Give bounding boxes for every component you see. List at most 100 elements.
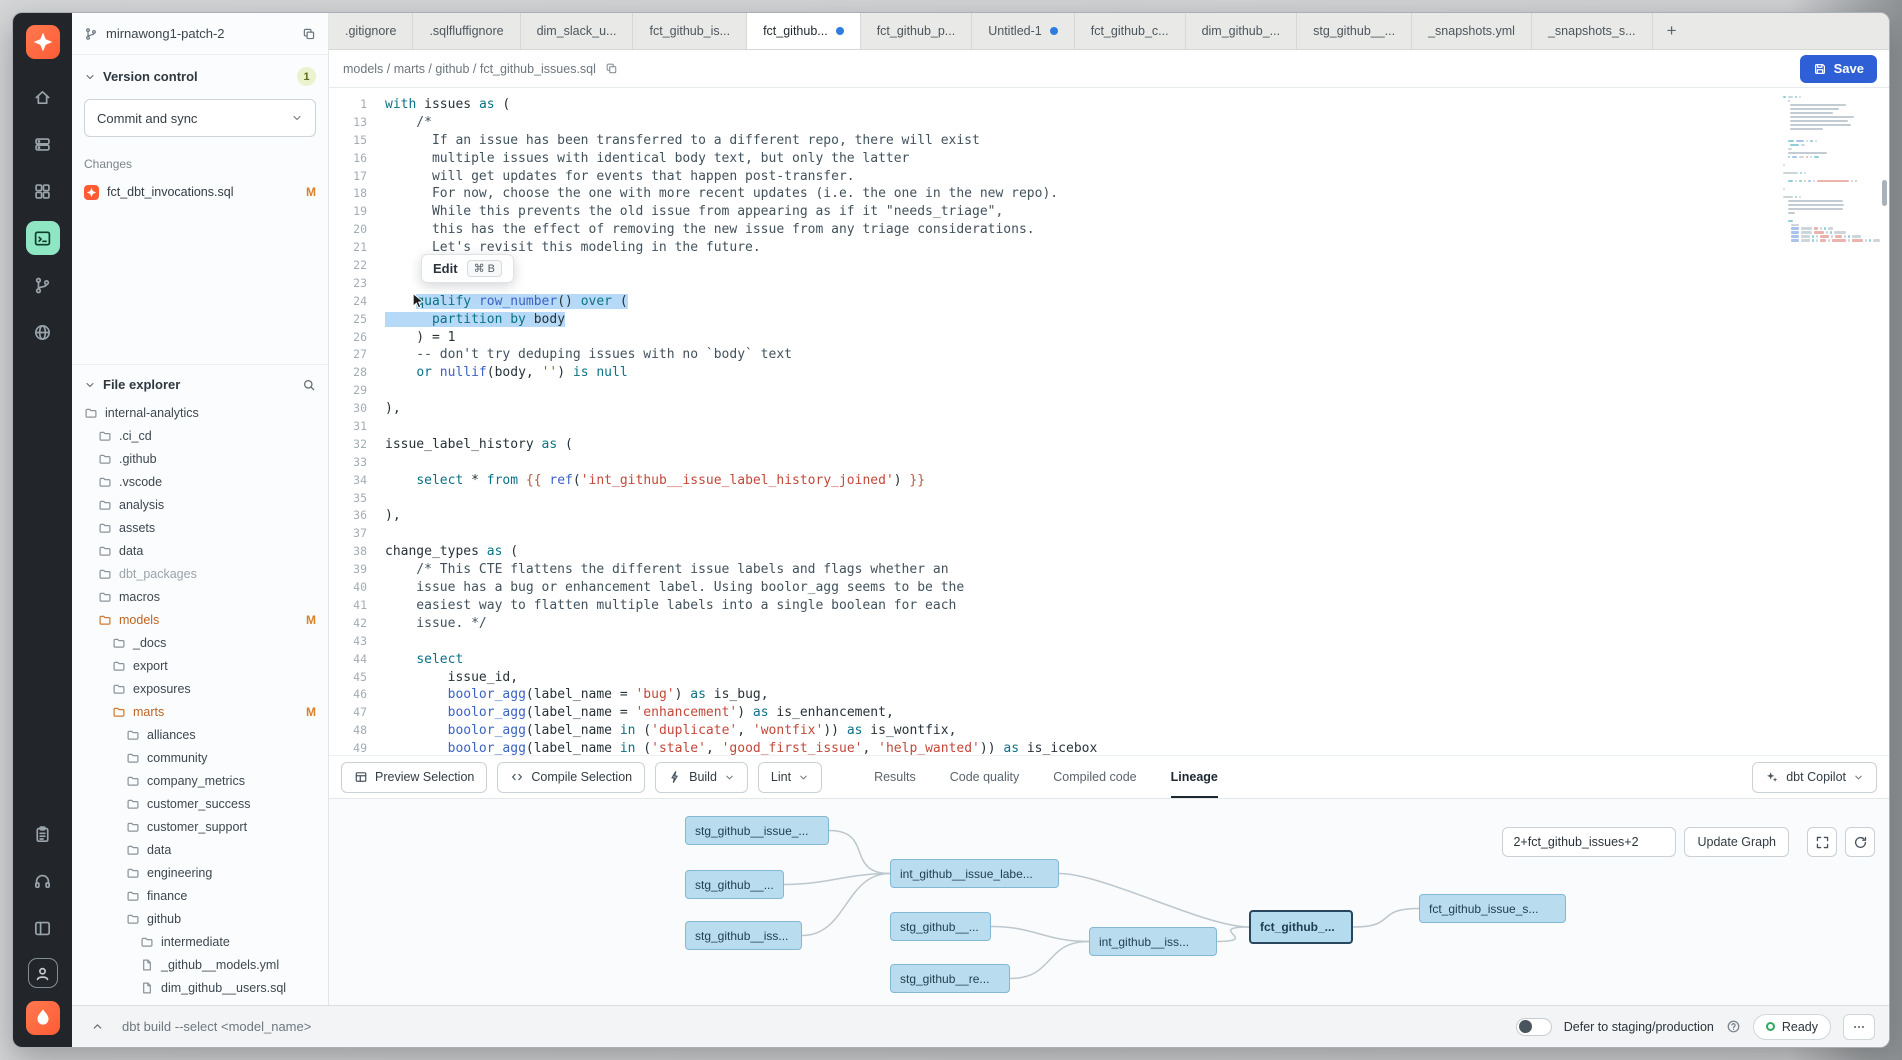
- tree-item-engineering[interactable]: engineering: [72, 861, 328, 884]
- file-explorer-header[interactable]: File explorer: [72, 377, 328, 392]
- tree-item-docs[interactable]: _docs: [72, 631, 328, 654]
- tree-item-export[interactable]: export: [72, 654, 328, 677]
- tree-item-github[interactable]: .github: [72, 447, 328, 470]
- lineage-node-int-github-iss[interactable]: int_github__iss...: [1089, 927, 1217, 956]
- activitybar-apps[interactable]: [26, 174, 60, 208]
- tree-item-github[interactable]: github: [72, 907, 328, 930]
- activitybar-environments[interactable]: [26, 127, 60, 161]
- tab-fct-github[interactable]: fct_github...: [747, 13, 861, 49]
- tab-gitignore[interactable]: .gitignore: [329, 13, 414, 49]
- code-line-26[interactable]: 26 ) = 1: [329, 329, 1889, 347]
- lineage-node-stg-github-issue[interactable]: stg_github__issue_...: [685, 816, 829, 845]
- copy-branch-icon[interactable]: [302, 27, 316, 41]
- code-line-29[interactable]: 29: [329, 382, 1889, 400]
- code-line-44[interactable]: 44 select: [329, 651, 1889, 669]
- tab-dim-slack-u[interactable]: dim_slack_u...: [521, 13, 634, 49]
- lineage-selector-input[interactable]: [1502, 827, 1677, 857]
- panel-tab-compiled-code[interactable]: Compiled code: [1053, 770, 1137, 784]
- code-line-42[interactable]: 42 issue. */: [329, 615, 1889, 633]
- lineage-node-stg-github[interactable]: stg_github__...: [685, 870, 784, 899]
- code-line-43[interactable]: 43: [329, 633, 1889, 651]
- tree-item-alliances[interactable]: alliances: [72, 723, 328, 746]
- code-line-34[interactable]: 34 select * from {{ ref('int_github__iss…: [329, 472, 1889, 490]
- tab-snapshots-yml[interactable]: _snapshots.yml: [1412, 13, 1532, 49]
- lineage-node-int-github-issue-labe[interactable]: int_github__issue_labe...: [890, 859, 1059, 888]
- activitybar-home[interactable]: [26, 80, 60, 114]
- tab-snapshots-s[interactable]: _snapshots_s...: [1532, 13, 1653, 49]
- lint-button[interactable]: Lint: [757, 761, 823, 793]
- code-line-30[interactable]: 30),: [329, 400, 1889, 418]
- command-input[interactable]: dbt build --select <model_name>: [122, 1019, 312, 1034]
- tree-item-customer-success[interactable]: customer_success: [72, 792, 328, 815]
- code-line-23[interactable]: 23: [329, 275, 1889, 293]
- ready-status-badge[interactable]: Ready: [1752, 1013, 1831, 1040]
- dbt-copilot-button[interactable]: dbt Copilot: [1752, 761, 1877, 793]
- tree-item-analysis[interactable]: analysis: [72, 493, 328, 516]
- code-line-25[interactable]: 25 partition by body: [329, 311, 1889, 329]
- activitybar-dbt-logo[interactable]: [25, 25, 60, 59]
- code-line-45[interactable]: 45 issue_id,: [329, 669, 1889, 687]
- version-control-header[interactable]: Version control 1: [84, 67, 316, 86]
- code-line-21[interactable]: 21 Let's revisit this modeling in the fu…: [329, 239, 1889, 257]
- code-line-18[interactable]: 18 For now, choose the one with more rec…: [329, 185, 1889, 203]
- minimap[interactable]: [1783, 96, 1880, 242]
- update-graph-button[interactable]: Update Graph: [1684, 827, 1789, 857]
- activitybar-explore[interactable]: [26, 315, 60, 349]
- code-line-46[interactable]: 46 boolor_agg(label_name = 'bug') as is_…: [329, 686, 1889, 704]
- tab-fct-github-p[interactable]: fct_github_p...: [861, 13, 973, 49]
- lineage-node-stg-github-re[interactable]: stg_github__re...: [890, 964, 1010, 993]
- tree-item-intermediate[interactable]: intermediate: [72, 930, 328, 953]
- collapse-panel-button[interactable]: [86, 1016, 108, 1038]
- tree-item-vscode[interactable]: .vscode: [72, 470, 328, 493]
- activitybar-dbt-labs[interactable]: [25, 1001, 60, 1035]
- tree-item-finance[interactable]: finance: [72, 884, 328, 907]
- tab-sqlfluffignore[interactable]: .sqlfluffignore: [413, 13, 521, 49]
- tree-item-community[interactable]: community: [72, 746, 328, 769]
- code-line-37[interactable]: 37: [329, 525, 1889, 543]
- fullscreen-button[interactable]: [1807, 827, 1837, 857]
- tree-item-ci-cd[interactable]: .ci_cd: [72, 424, 328, 447]
- save-button[interactable]: Save: [1799, 54, 1877, 83]
- help-icon[interactable]: [1726, 1019, 1741, 1034]
- code-line-49[interactable]: 49 boolor_agg(label_name in ('stale', 'g…: [329, 740, 1889, 755]
- code-line-24[interactable]: 24 qualify row_number() over (: [329, 293, 1889, 311]
- code-line-16[interactable]: 16 multiple issues with identical body t…: [329, 150, 1889, 168]
- code-line-33[interactable]: 33: [329, 454, 1889, 472]
- commit-and-sync-button[interactable]: Commit and sync: [84, 99, 316, 137]
- panel-tab-results[interactable]: Results: [874, 770, 916, 784]
- preview-selection-button[interactable]: Preview Selection: [341, 761, 488, 793]
- tab-stg-github[interactable]: stg_github__...: [1297, 13, 1413, 49]
- tree-item-assets[interactable]: assets: [72, 516, 328, 539]
- new-tab-button[interactable]: +: [1666, 21, 1677, 40]
- tab-dim-github[interactable]: dim_github_...: [1186, 13, 1298, 49]
- lineage-node-stg-github-iss[interactable]: stg_github__iss...: [685, 921, 802, 950]
- compile-selection-button[interactable]: Compile Selection: [497, 761, 646, 793]
- more-options-button[interactable]: [1843, 1013, 1875, 1040]
- copy-path-icon[interactable]: [605, 62, 618, 75]
- code-line-17[interactable]: 17 will get updates for events that happ…: [329, 168, 1889, 186]
- editor-scrollbar-thumb[interactable]: [1882, 180, 1887, 206]
- activitybar-develop-ide[interactable]: [25, 221, 60, 255]
- tree-item-internal-analytics[interactable]: internal-analytics: [72, 401, 328, 424]
- code-line-36[interactable]: 36),: [329, 507, 1889, 525]
- build-button[interactable]: Build: [655, 761, 748, 793]
- tab-untitled-1[interactable]: Untitled-1: [972, 13, 1075, 49]
- code-line-20[interactable]: 20 this has the effect of removing the n…: [329, 221, 1889, 239]
- refresh-graph-button[interactable]: [1845, 827, 1875, 857]
- code-line-27[interactable]: 27 -- don't try deduping issues with no …: [329, 346, 1889, 364]
- code-line-35[interactable]: 35: [329, 490, 1889, 508]
- tree-item-github-models-yml[interactable]: _github__models.yml: [72, 953, 328, 976]
- panel-tab-code-quality[interactable]: Code quality: [949, 770, 1020, 784]
- code-line-41[interactable]: 41 easiest way to flatten multiple label…: [329, 597, 1889, 615]
- activitybar-docs-panel[interactable]: [26, 911, 60, 945]
- tree-item-company-metrics[interactable]: company_metrics: [72, 769, 328, 792]
- tree-item-data[interactable]: data: [72, 539, 328, 562]
- code-line-40[interactable]: 40 issue has a bug or enhancement label.…: [329, 579, 1889, 597]
- tab-fct-github-c[interactable]: fct_github_c...: [1075, 13, 1186, 49]
